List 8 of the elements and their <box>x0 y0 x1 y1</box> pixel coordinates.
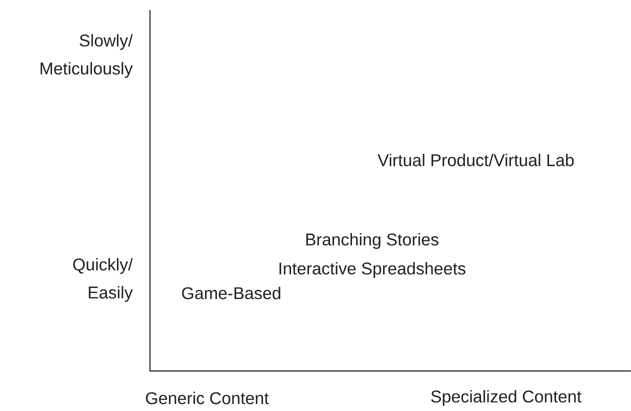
item-label: Branching Stories <box>306 233 438 249</box>
item-label: Virtual Product/Virtual Lab <box>378 154 574 166</box>
axis-label: Slowly/ Meticulously <box>40 34 133 78</box>
axis-label: Specialized Content <box>431 390 582 406</box>
item-label: Interactive Spreadsheets <box>280 262 466 278</box>
axis-label: Quickly/ Easily <box>73 258 133 302</box>
axis-label: Generic Content <box>146 392 269 404</box>
item-label: Game-Based <box>182 286 280 300</box>
